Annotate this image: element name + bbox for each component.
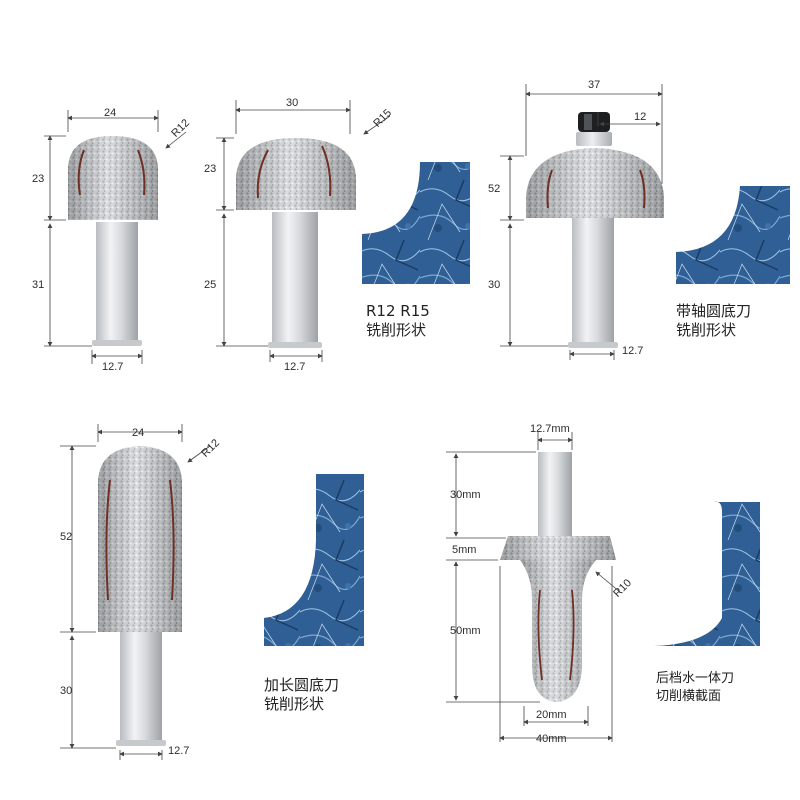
bit-5-shank-diameter: 12.7mm <box>530 423 570 435</box>
bit-4-shank-diameter: 12.7 <box>168 745 190 757</box>
bit-1-shank-length: 31 <box>32 279 45 291</box>
bit-3-overall-width: 37 <box>588 79 601 91</box>
bit-3-shank-diameter: 12.7 <box>622 345 644 357</box>
bit-1-shank-diameter: 12.7 <box>102 361 124 373</box>
bit-4-head-height: 52 <box>60 531 73 543</box>
bit-5-body-height: 50mm <box>450 625 481 637</box>
bit-2-dimensions <box>216 100 391 362</box>
bit-5-flange-height: 5mm <box>452 544 477 556</box>
bit-5-flange-width: 40mm <box>536 733 567 745</box>
bit-4-head-width: 24 <box>132 427 145 439</box>
router-bit-1 <box>68 136 158 346</box>
caption-profile-4-line1: 后档水一体刀 <box>656 671 735 686</box>
cutting-profile-4 <box>654 501 760 646</box>
caption-profile-3-line2: 铣削形状 <box>264 695 325 713</box>
caption-profile-1-line2: 铣削形状 <box>366 321 427 339</box>
bit-2-shank-diameter: 12.7 <box>284 361 306 373</box>
router-bit-4 <box>98 446 182 746</box>
bit-3-dimensions <box>500 84 663 360</box>
caption-profile-3-line1: 加长圆底刀 <box>264 676 340 694</box>
bit-2-head-width: 30 <box>286 97 299 109</box>
bit-5-dimensions <box>446 432 621 742</box>
milling-profile-1 <box>362 162 470 284</box>
caption-profile-4: 后档水一体刀 切削横截面 <box>656 670 734 706</box>
bit-4-dimensions <box>60 424 211 760</box>
caption-profile-4-line2: 切削横截面 <box>656 689 722 704</box>
bit-1-dimensions <box>44 110 187 364</box>
caption-profile-1: R12 R15 铣削形状 <box>366 302 430 340</box>
bit-3-bearing-offset: 12 <box>634 111 647 123</box>
bit-2-head-height: 23 <box>204 163 217 175</box>
caption-profile-2-line2: 铣削形状 <box>676 321 737 339</box>
bit-2-shank-length: 25 <box>204 279 217 291</box>
router-bit-3 <box>526 112 664 348</box>
caption-profile-1-line1: R12 R15 <box>366 302 430 320</box>
bit-1-head-height: 23 <box>32 173 45 185</box>
bit-5-tip-width: 20mm <box>536 709 567 721</box>
caption-profile-2: 带轴圆底刀 铣削形状 <box>676 302 751 340</box>
caption-profile-3: 加长圆底刀 铣削形状 <box>264 676 339 714</box>
bit-4-shank-length: 30 <box>60 685 73 697</box>
bit-5-shank-length: 30mm <box>450 489 481 501</box>
milling-profile-3 <box>264 474 364 646</box>
milling-profile-2 <box>676 186 790 284</box>
bit-1-head-width: 24 <box>104 107 117 119</box>
bit-3-head-height: 52 <box>488 183 501 195</box>
bit-3-shank-length: 30 <box>488 279 501 291</box>
router-bit-5 <box>500 452 616 702</box>
caption-profile-2-line1: 带轴圆底刀 <box>676 302 752 320</box>
router-bit-2 <box>236 138 356 348</box>
